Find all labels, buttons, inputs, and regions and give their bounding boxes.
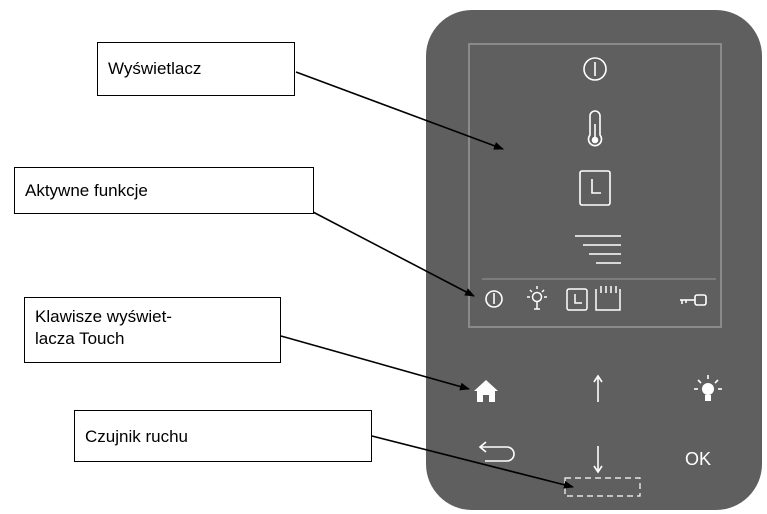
active-functions-leader-arrow — [312, 211, 475, 297]
touch-keys-leader-arrow — [280, 335, 470, 391]
touch-keys-callout-line2: lacza Touch — [35, 329, 125, 348]
display-callout-label: Wyświetlacz — [108, 59, 202, 78]
display-screen — [468, 43, 722, 328]
motion-sensor-area — [564, 477, 641, 497]
touch-keys-callout: Klawisze wyświet- lacza Touch — [24, 297, 281, 363]
light-bulb-icon[interactable] — [694, 375, 722, 401]
display-callout: Wyświetlacz — [97, 42, 295, 96]
home-icon[interactable] — [474, 380, 498, 402]
thermometer-icon — [587, 110, 603, 147]
status-calendar-icon — [595, 286, 621, 311]
arrow-down-icon[interactable] — [593, 446, 603, 474]
ok-key[interactable]: OK — [685, 449, 712, 469]
active-functions-callout-label: Aktywne funkcje — [25, 181, 148, 200]
motion-sensor-leader-arrow — [371, 435, 574, 489]
display-leader-arrow — [295, 71, 504, 150]
status-light-bulb-icon — [527, 286, 547, 310]
motion-sensor-callout-label: Czujnik ruchu — [85, 427, 188, 446]
status-power-icon — [485, 290, 503, 308]
clock-icon — [579, 170, 611, 206]
motion-sensor-callout: Czujnik ruchu — [74, 410, 372, 462]
active-functions-callout: Aktywne funkcje — [14, 167, 314, 214]
arrow-up-icon[interactable] — [593, 374, 603, 402]
touch-keys-callout-line1: Klawisze wyświet- — [35, 307, 172, 326]
back-icon[interactable] — [478, 441, 515, 462]
control-panel — [426, 10, 762, 510]
power-icon — [583, 57, 607, 81]
menu-lines-icon — [575, 235, 621, 264]
status-clock-icon — [566, 288, 588, 311]
status-key-icon — [680, 294, 707, 306]
